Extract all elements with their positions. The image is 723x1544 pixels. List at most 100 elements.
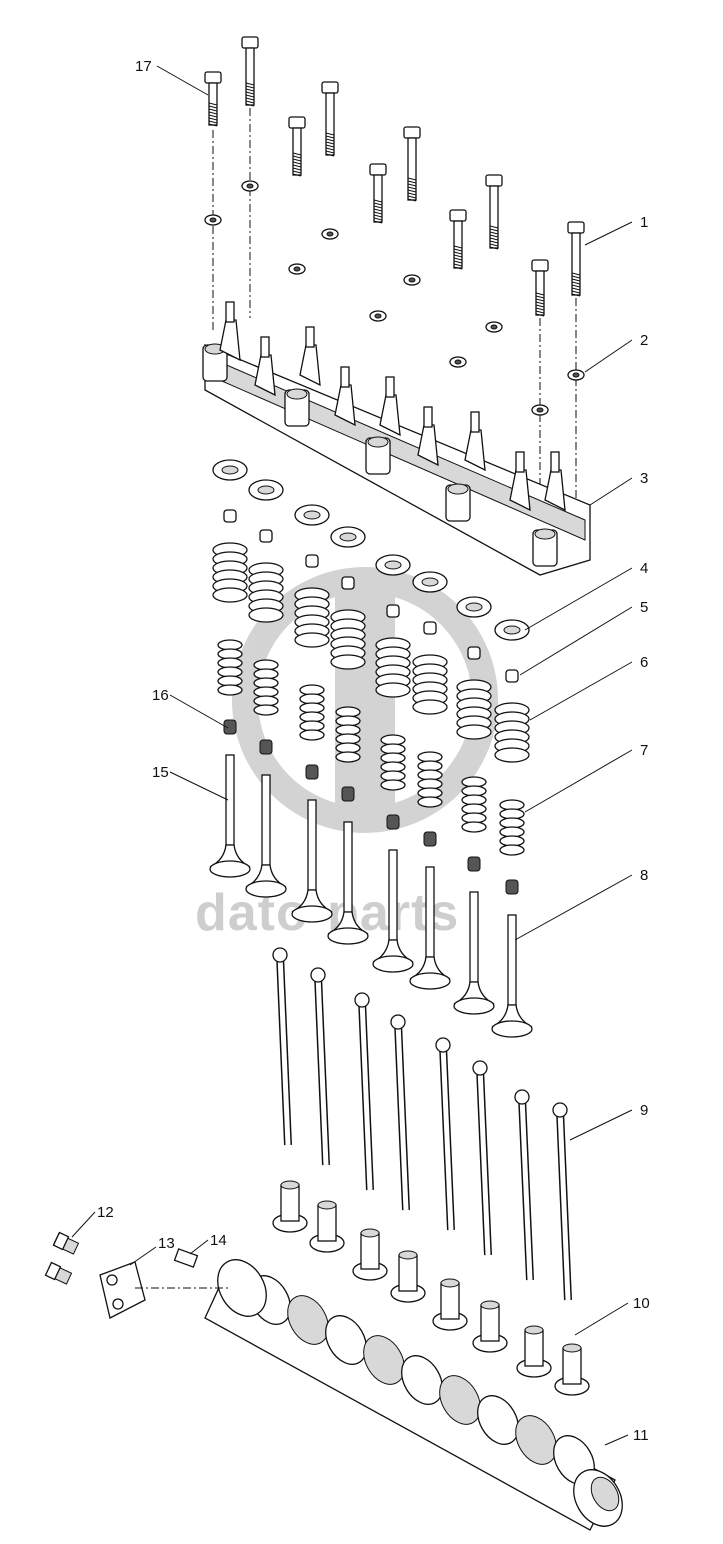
callout-9: 9 xyxy=(640,1102,648,1119)
valve-train-components xyxy=(209,459,533,1038)
bolt xyxy=(567,221,585,297)
rocker-arm xyxy=(334,366,356,427)
rocker-pedestal xyxy=(532,528,558,567)
pushrod xyxy=(272,947,292,1146)
callout-12: 12 xyxy=(97,1204,114,1221)
valve-keeper xyxy=(341,576,355,590)
valve-stem-seal xyxy=(386,814,400,830)
valve-stem-seal xyxy=(467,856,481,872)
bolt xyxy=(321,81,339,157)
tappet xyxy=(516,1325,552,1378)
callout-leader-11 xyxy=(604,1434,629,1446)
valve-head xyxy=(372,955,414,973)
valve-keeper xyxy=(305,554,319,568)
valve-stem xyxy=(343,821,353,913)
callout-16: 16 xyxy=(152,687,169,704)
pushrods xyxy=(272,947,572,1301)
washer xyxy=(403,274,421,286)
valve-head xyxy=(209,860,251,878)
pushrod xyxy=(472,1060,492,1256)
callout-leader-8 xyxy=(514,874,633,941)
valve-set xyxy=(491,619,533,1038)
pushrod xyxy=(354,992,374,1191)
cam-lobe xyxy=(287,1295,329,1345)
rocker-arm-assembly xyxy=(202,301,591,576)
thrust-plate xyxy=(99,1261,146,1319)
rocker-arm xyxy=(509,451,531,512)
pushrod xyxy=(514,1089,534,1281)
valve-set xyxy=(409,571,451,990)
callout-leader-5 xyxy=(519,606,633,676)
bolt xyxy=(288,116,306,177)
bolt xyxy=(204,71,222,127)
valve-stem xyxy=(261,774,271,866)
valve-set xyxy=(372,554,414,973)
callout-leader-3 xyxy=(589,477,633,506)
valve-set xyxy=(453,596,495,1015)
valve-keeper xyxy=(505,669,519,683)
callout-4: 4 xyxy=(640,560,648,577)
tappet xyxy=(390,1250,426,1303)
washer xyxy=(204,214,222,226)
rocker-arm xyxy=(254,336,276,397)
pushrod xyxy=(310,967,330,1166)
callout-leaders xyxy=(71,65,633,1446)
pushrod xyxy=(390,1014,410,1211)
valve-head xyxy=(491,1020,533,1038)
tappet xyxy=(432,1278,468,1331)
washer xyxy=(449,356,467,368)
cam-lobe xyxy=(325,1315,367,1365)
bolt xyxy=(449,209,467,270)
rocker-arm xyxy=(379,376,401,437)
woodruff-key xyxy=(173,1248,199,1268)
valve-keeper xyxy=(259,529,273,543)
callout-11: 11 xyxy=(633,1427,649,1444)
valve-keeper xyxy=(223,509,237,523)
tappet xyxy=(272,1180,308,1233)
bolt xyxy=(403,126,421,202)
valve-keeper xyxy=(423,621,437,635)
valve-set xyxy=(291,504,333,923)
callout-leader-14 xyxy=(189,1239,209,1255)
cam-lobe xyxy=(363,1335,405,1385)
callout-leader-10 xyxy=(574,1302,629,1336)
thrust-plate-screws xyxy=(44,1231,80,1285)
callout-leader-7 xyxy=(524,749,633,813)
cam-lobe xyxy=(515,1415,557,1465)
valve-head xyxy=(409,972,451,990)
valve-keeper xyxy=(467,646,481,660)
callout-8: 8 xyxy=(640,867,648,884)
valve-head xyxy=(327,927,369,945)
cam-lobe xyxy=(439,1375,481,1425)
washer xyxy=(369,310,387,322)
rocker-arm xyxy=(544,451,566,512)
rocker-arm xyxy=(464,411,486,472)
valve-stem-seal xyxy=(423,831,437,847)
washer xyxy=(531,404,549,416)
valve-head xyxy=(453,997,495,1015)
tappet xyxy=(554,1343,590,1396)
callout-1: 1 xyxy=(640,214,648,231)
callout-5: 5 xyxy=(640,599,648,616)
valve-stem-seal xyxy=(259,739,273,755)
washer xyxy=(241,180,259,192)
callout-leader-2 xyxy=(584,339,633,373)
pushrod xyxy=(552,1102,572,1301)
valve-stem xyxy=(469,891,479,983)
callout-leader-17 xyxy=(156,65,209,96)
callout-13: 13 xyxy=(158,1235,175,1252)
washer xyxy=(567,369,585,381)
callout-leader-9 xyxy=(569,1109,633,1141)
callout-leader-13 xyxy=(129,1246,157,1266)
washer xyxy=(321,228,339,240)
callout-leader-15 xyxy=(169,771,229,801)
rocker-arm xyxy=(219,301,241,362)
cam-lobe xyxy=(477,1395,519,1445)
valve-stem xyxy=(307,799,317,891)
rocker-arm xyxy=(417,406,439,467)
valve-stem xyxy=(425,866,435,958)
valve-set xyxy=(209,459,251,878)
bolt xyxy=(485,174,503,250)
valve-set xyxy=(327,526,369,945)
